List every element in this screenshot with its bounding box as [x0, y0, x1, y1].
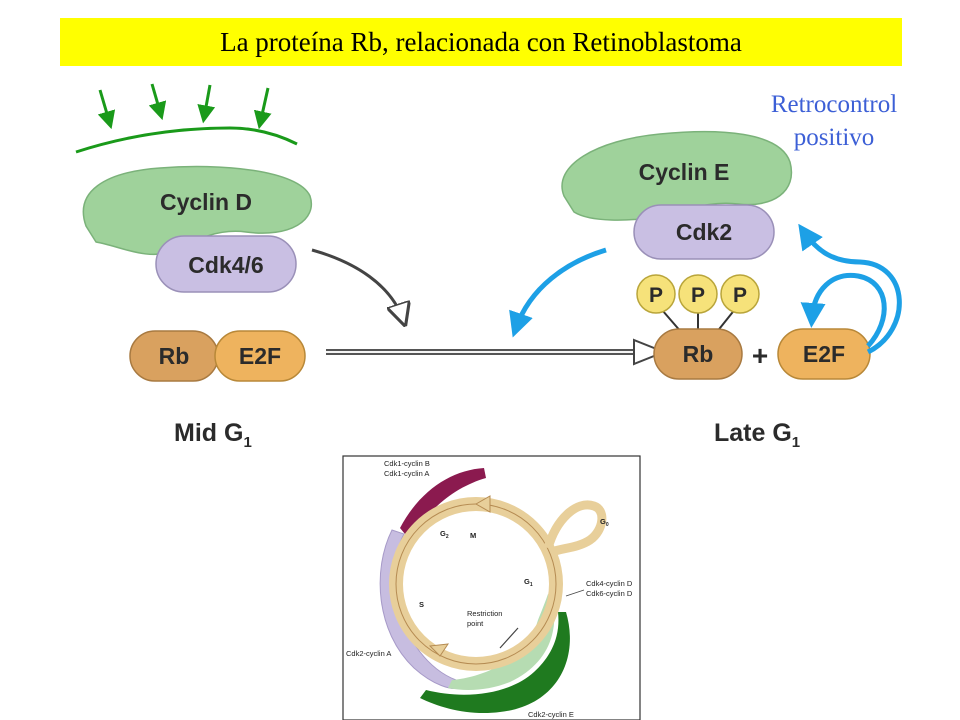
- rb-late-shape: [653, 328, 743, 380]
- g0-loop: [543, 500, 607, 557]
- e2f-mid-label: E2F: [239, 343, 281, 369]
- growth-signal-arrows: [97, 83, 272, 130]
- label-g2: G2: [440, 529, 449, 540]
- title-banner: La proteína Rb, relacionada con Retinobl…: [60, 18, 902, 66]
- rb-mid-label: Rb: [159, 343, 190, 369]
- label-s: S: [419, 600, 424, 609]
- feedback-label-line1: Retrocontrol: [770, 91, 898, 118]
- feedback-arrow-loop: [800, 272, 887, 348]
- cyclin-e-label: Cyclin E: [639, 159, 730, 185]
- signal-arrow: [253, 87, 272, 130]
- cell-cycle-figure: Cdk1-cyclin B Cdk1-cyclin A G0 G2 M G1 S…: [342, 455, 641, 720]
- phosphate-circle: [720, 274, 760, 314]
- label-cdk6-cyclin-d: Cdk6-cyclin D: [586, 589, 633, 598]
- label-cdk4-cyclin-d: Cdk4-cyclin D: [586, 579, 633, 588]
- cdk46-shape: [155, 235, 297, 293]
- signal-arrow: [197, 84, 216, 124]
- label-cdk2-cyclin-e: Cdk2-cyclin E: [528, 710, 574, 719]
- cdk46-label: Cdk4/6: [188, 252, 263, 278]
- signal-arrow: [148, 83, 167, 121]
- feedback-label-line2: positivo: [793, 124, 875, 151]
- signal-arrow: [97, 89, 116, 130]
- label-restriction: Restriction: [467, 609, 502, 618]
- positive-feedback-label: Retrocontrol positivo: [744, 88, 924, 154]
- phosphate-label: P: [649, 284, 663, 307]
- cdk2-shape: [633, 204, 775, 260]
- mid-g1-label: Mid G1: [174, 419, 252, 451]
- plus-sign: +: [752, 340, 768, 371]
- label-cdk2-cyclin-a: Cdk2-cyclin A: [346, 649, 391, 658]
- phosphate-circle: [678, 274, 718, 314]
- slide-title: La proteína Rb, relacionada con Retinobl…: [220, 26, 742, 57]
- e2f-late-label: E2F: [803, 341, 845, 367]
- cdk2-cyclin-e-crescent: [420, 612, 570, 714]
- cyclin-d-label: Cyclin D: [160, 189, 252, 215]
- label-cdk1-cyclin-b: Cdk1-cyclin B: [384, 459, 430, 468]
- label-g0: G0: [600, 517, 609, 528]
- phosphate-groups: P P P: [636, 274, 760, 334]
- cdk2-label: Cdk2: [676, 219, 732, 245]
- transition-arrow-head: [633, 338, 667, 366]
- late-g1-label: Late G1: [714, 419, 800, 451]
- restriction-point-pointer: [499, 627, 519, 649]
- label-m: M: [470, 531, 476, 540]
- rb-late-label: Rb: [683, 341, 714, 367]
- feedback-arrow-left: [509, 247, 607, 338]
- cdk46-cyclin-d-crescent: [448, 594, 555, 690]
- label-cdk1-cyclin-a: Cdk1-cyclin A: [384, 469, 429, 478]
- cdk46-phosphorylation-arrow: [311, 248, 404, 322]
- phosphate-circle: [636, 274, 676, 314]
- e2f-late-shape: [777, 328, 871, 380]
- e2f-mid-shape: [214, 330, 306, 382]
- label-point: point: [467, 619, 484, 628]
- phosphate-label: P: [691, 284, 705, 307]
- cell-membrane: [75, 126, 298, 154]
- label-g1: G1: [524, 577, 533, 588]
- phosphate-label: P: [733, 284, 747, 307]
- feedback-arrow-upper: [798, 223, 902, 355]
